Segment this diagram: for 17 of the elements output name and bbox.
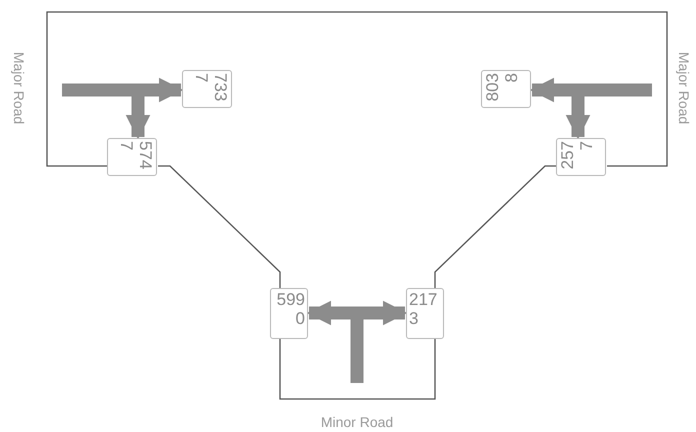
road-name: Major Road xyxy=(676,52,692,124)
count-value: 5990 xyxy=(276,290,305,328)
count-box xyxy=(406,288,444,338)
count-value: 5747 xyxy=(117,141,155,172)
count-box xyxy=(556,138,606,176)
count-box xyxy=(481,70,531,108)
road-name: Minor Road xyxy=(320,414,394,430)
count-value: 7337 xyxy=(192,73,230,104)
flow-arrow xyxy=(530,78,652,102)
flow-arrow xyxy=(62,78,184,102)
road-name: Major Road xyxy=(11,52,27,124)
count-value: 2577 xyxy=(558,141,596,172)
count-value: 8038 xyxy=(483,73,521,104)
count-box xyxy=(270,288,308,338)
count-box xyxy=(182,70,232,108)
count-box xyxy=(107,138,157,176)
count-value: 2173 xyxy=(409,290,438,328)
